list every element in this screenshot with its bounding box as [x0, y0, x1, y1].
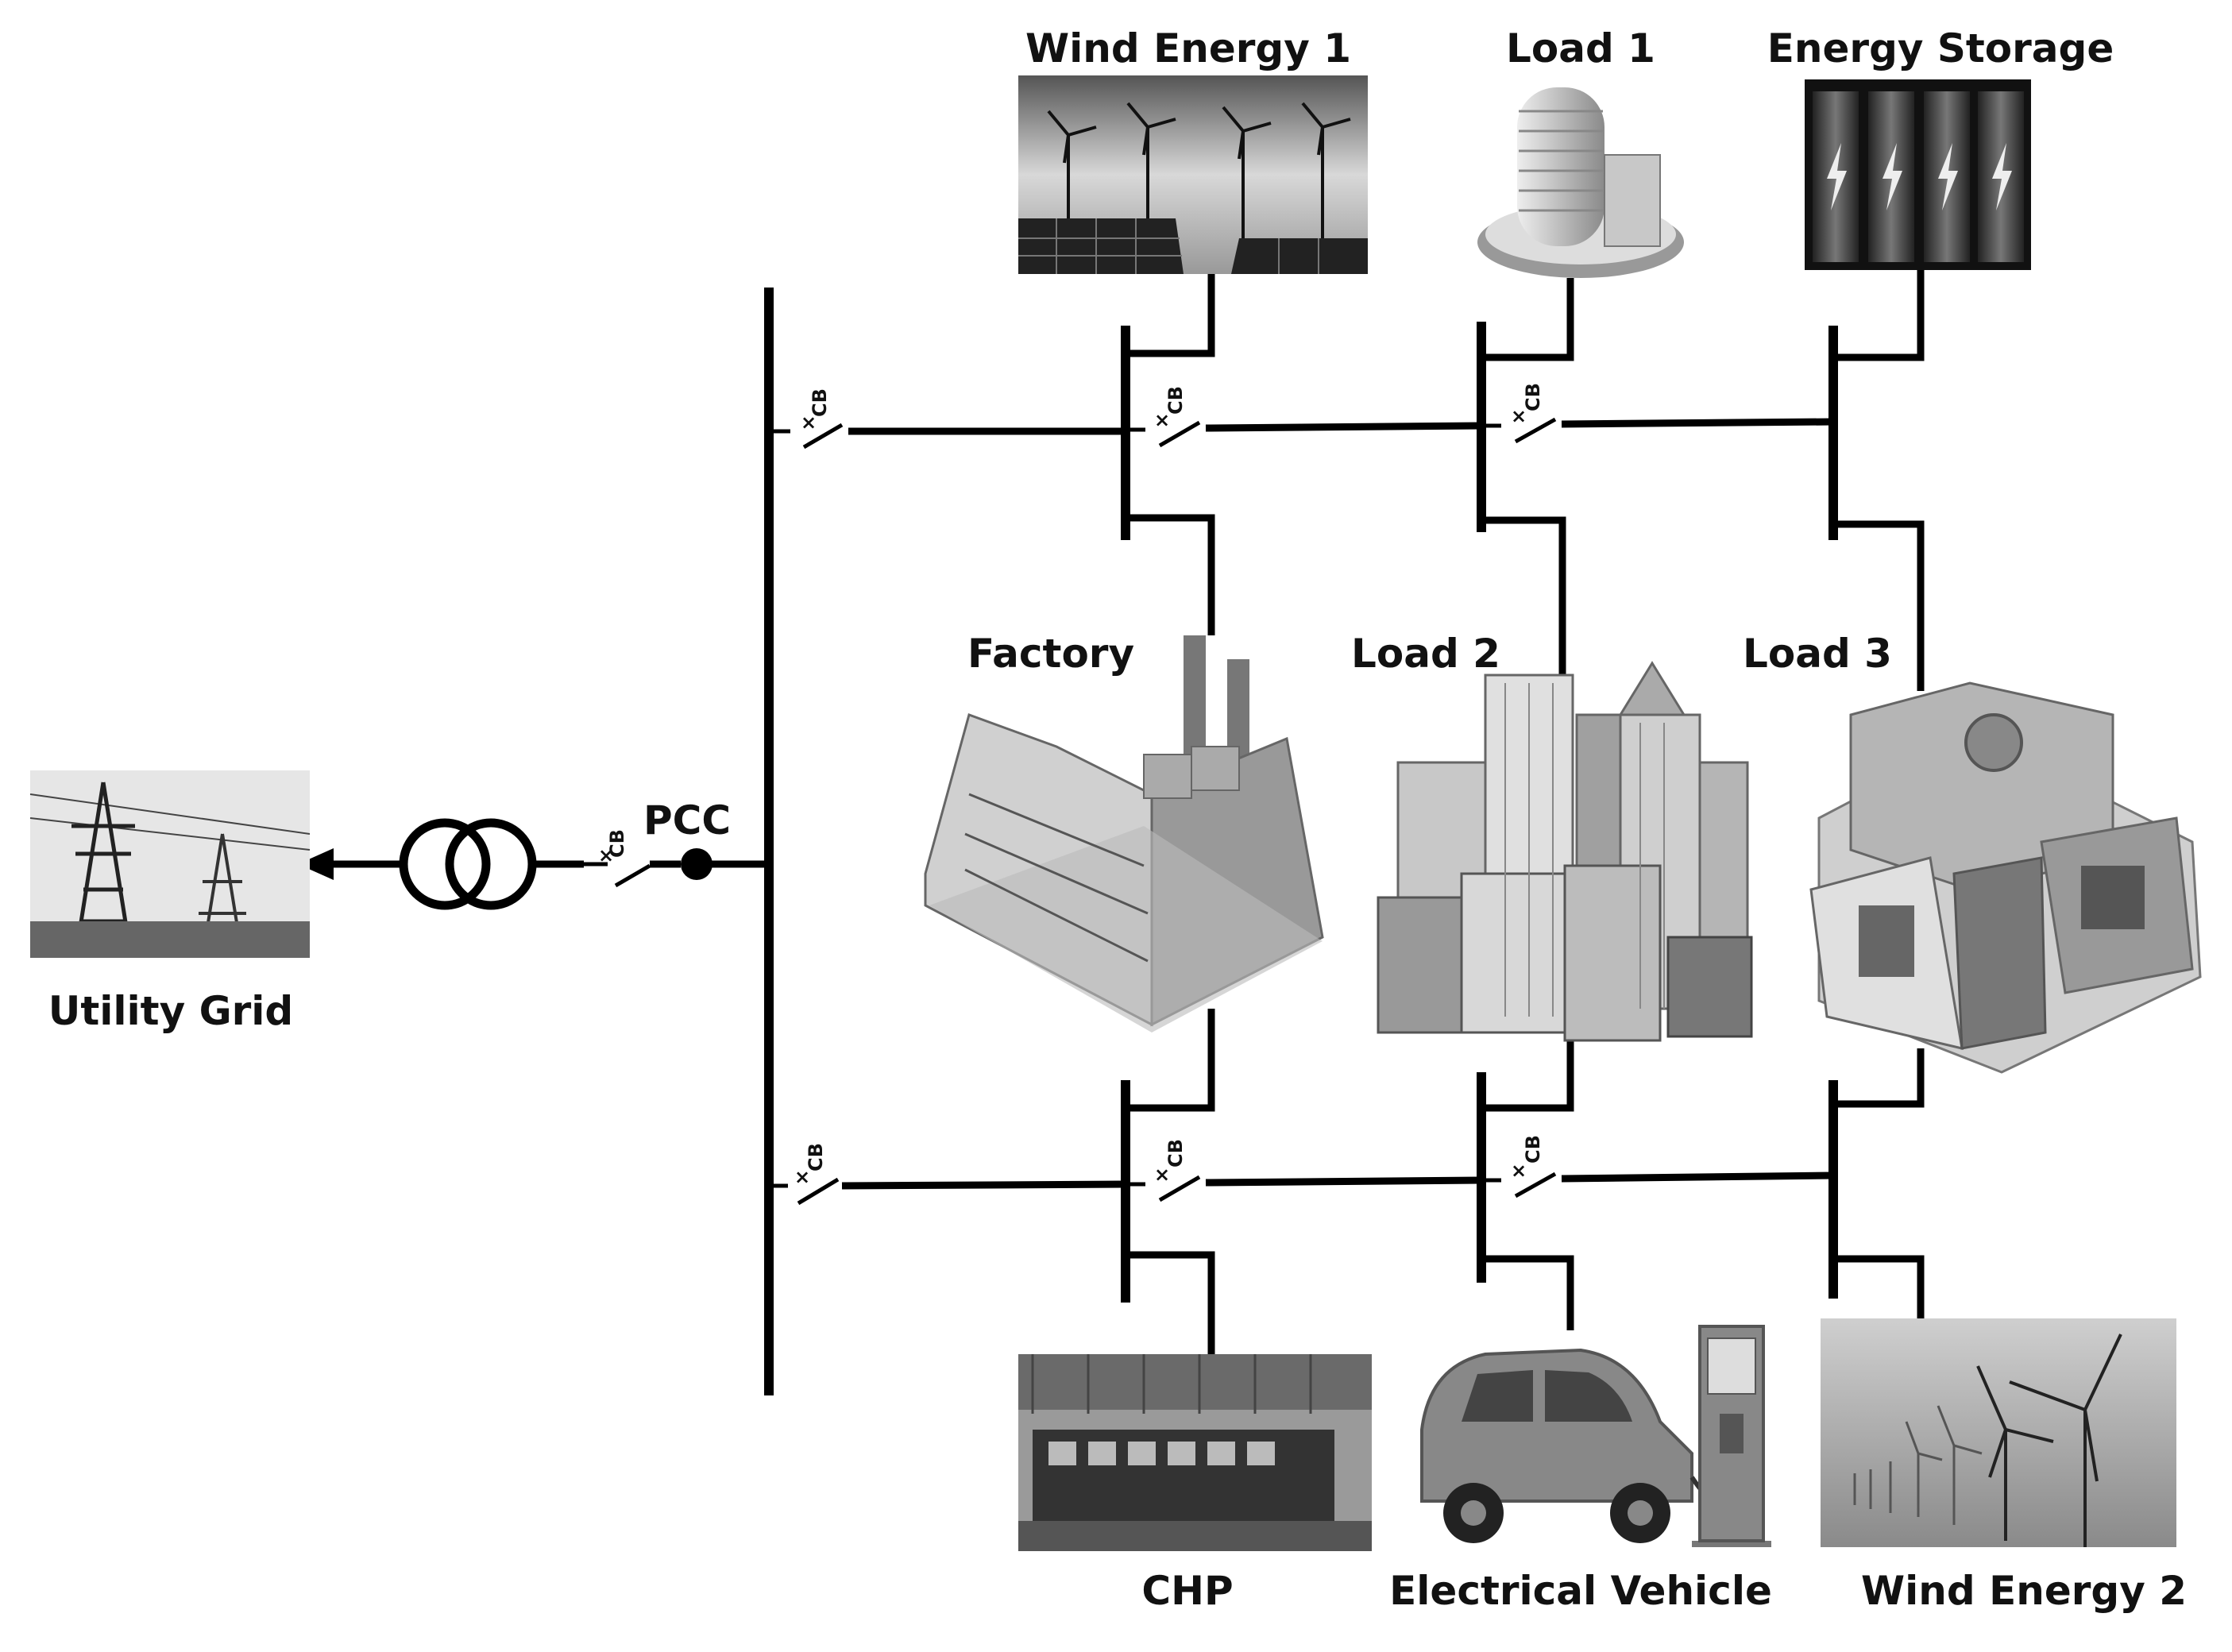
shopping-building-icon	[1809, 681, 2202, 1074]
label-load-3: Load 3	[1743, 631, 1892, 677]
circuit-breaker: × CB	[769, 1143, 840, 1206]
svg-text:×: ×	[1154, 409, 1170, 431]
svg-text:×: ×	[1511, 405, 1527, 427]
bottom-feeder: × CB × CB × CB	[769, 1009, 1925, 1354]
label-factory: Factory	[967, 631, 1134, 677]
svg-text:×: ×	[1154, 1164, 1170, 1186]
label-load-2: Load 2	[1351, 631, 1500, 677]
circuit-breaker: × CB	[1126, 1139, 1201, 1202]
circuit-breaker: × CB	[1481, 383, 1557, 444]
svg-text:CB: CB	[1522, 1135, 1544, 1164]
label-utility-grid: Utility Grid	[48, 988, 293, 1034]
offshore-wind-image	[1821, 1318, 2176, 1547]
grid-connection: × CB PCC	[298, 797, 769, 910]
label-energy-storage: Energy Storage	[1767, 25, 2114, 71]
utility-grid-image	[29, 770, 311, 958]
svg-text:CB: CB	[606, 829, 628, 858]
label-electrical-vehicle: Electrical Vehicle	[1389, 1568, 1772, 1614]
svg-text:×: ×	[598, 844, 614, 867]
factory-icon	[924, 635, 1324, 1032]
chp-engine-image	[1018, 1354, 1372, 1551]
wind-solar-image	[1018, 75, 1368, 274]
svg-text:×: ×	[1511, 1160, 1527, 1182]
svg-text:CB: CB	[1164, 1139, 1187, 1168]
circuit-breaker: × CB	[1126, 386, 1201, 448]
svg-text:CB: CB	[1522, 383, 1544, 411]
svg-text:CB: CB	[805, 1143, 827, 1171]
label-chp: CHP	[1141, 1568, 1233, 1614]
svg-text:CB: CB	[809, 388, 831, 417]
arrow-to-grid-icon	[298, 848, 334, 880]
label-pcc: PCC	[643, 797, 731, 843]
svg-text:×: ×	[794, 1166, 810, 1188]
city-buildings-icon	[1377, 661, 1753, 1042]
pcc-node	[681, 848, 712, 880]
charging-station-icon	[1698, 1325, 1765, 1542]
transformer-symbol	[399, 818, 537, 910]
circuit-breaker: × CB	[769, 388, 844, 450]
electric-vehicle-icon	[1420, 1348, 1771, 1547]
label-wind-energy-2: Wind Energy 2	[1861, 1568, 2187, 1614]
circuit-breaker: × CB	[1481, 1135, 1557, 1198]
battery-icon	[1805, 79, 2031, 270]
office-building-icon	[1477, 87, 1684, 278]
svg-text:CB: CB	[1164, 386, 1187, 415]
top-feeder: × CB × CB × CB	[769, 270, 1925, 691]
label-wind-energy-1: Wind Energy 1	[1025, 25, 1351, 71]
svg-text:×: ×	[801, 411, 817, 434]
label-load-1: Load 1	[1506, 25, 1655, 71]
